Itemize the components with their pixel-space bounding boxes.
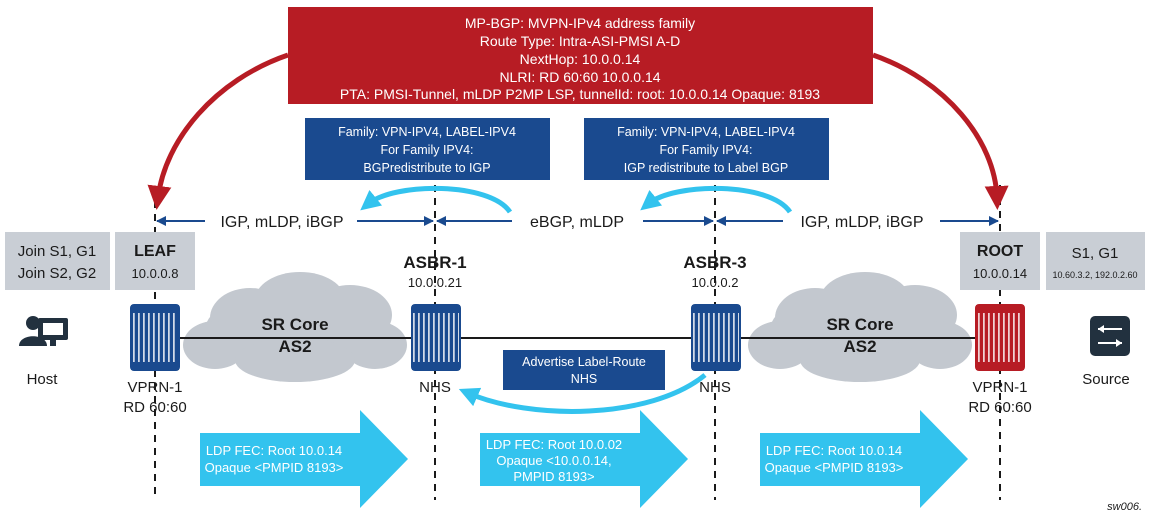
leaf-label-box: LEAF 10.0.0.8 (115, 232, 195, 290)
mp-bgp-line: NLRI: RD 60:60 10.0.0.14 (499, 69, 660, 85)
family-box-asbr3: Family: VPN-IPV4, LABEL-IPV4 For Family … (584, 118, 829, 180)
advertise-line: Advertise Label-Route (522, 355, 646, 369)
asbr1-router-icon (411, 304, 461, 371)
leaf-ip: 10.0.0.8 (132, 266, 179, 281)
fec-line: LDP FEC: Root 10.0.14 (766, 443, 902, 458)
fec-line: Opaque <PMPID 8193> (765, 460, 904, 475)
fec-line: LDP FEC: Root 10.0.02 (486, 437, 622, 452)
mp-bgp-line: NextHop: 10.0.0.14 (520, 51, 641, 67)
root-label-box: ROOT 10.0.0.14 (960, 232, 1040, 290)
asbr3-ip: 10.0.0.2 (692, 275, 739, 290)
red-arrow-from-root (872, 52, 1009, 210)
cyan-arc-label-route (458, 373, 707, 414)
sr-core-cloud-left (183, 272, 407, 382)
join-line: Join S1, G1 (18, 243, 96, 260)
mp-bgp-box: MP-BGP: MVPN-IPv4 address family Route T… (288, 7, 873, 104)
segment-label: IGP, mLDP, iBGP (220, 214, 343, 231)
cyan-arc-to-asbr3 (640, 185, 793, 214)
root-ip: 10.0.0.14 (973, 266, 1027, 281)
advertise-label-route-box: Advertise Label-Route NHS (503, 350, 665, 390)
asbr3-name: ASBR-3 (683, 253, 746, 272)
cloud-label: AS2 (278, 337, 311, 356)
mp-bgp-line: MP-BGP: MVPN-IPv4 address family (465, 15, 695, 31)
cloud-label: SR Core (261, 315, 328, 334)
fec-line: Opaque <PMPID 8193> (205, 460, 344, 475)
fec-arrow-3: LDP FEC: Root 10.0.14 Opaque <PMPID 8193… (760, 410, 968, 508)
mp-bgp-line: Route Type: Intra-ASI-PMSI A-D (480, 33, 680, 49)
fec-line: PMPID 8193> (513, 469, 594, 484)
cloud-label: AS2 (843, 337, 876, 356)
root-router-icon (975, 304, 1025, 371)
asbr1-nhs: NHS (419, 379, 451, 396)
cyan-arc-to-asbr1 (360, 185, 513, 214)
segment-label: IGP, mLDP, iBGP (800, 214, 923, 231)
family-box-asbr1: Family: VPN-IPV4, LABEL-IPV4 For Family … (305, 118, 550, 180)
cloud-label: SR Core (826, 315, 893, 334)
family-line: Family: VPN-IPV4, LABEL-IPV4 (338, 125, 516, 139)
red-arrow-to-leaf (147, 52, 289, 210)
advertise-line: NHS (571, 372, 597, 386)
leaf-name: LEAF (134, 243, 176, 260)
host-label: Host (27, 371, 59, 388)
source-group: S1, G1 (1072, 245, 1119, 262)
family-line: For Family IPV4: (380, 143, 473, 157)
asbr1-ip: 10.0.0.21 (408, 275, 462, 290)
leaf-router-icon (130, 304, 180, 371)
root-name: ROOT (977, 243, 1023, 260)
join-box: Join S1, G1 Join S2, G2 (5, 232, 110, 290)
root-vprn: VPRN-1 (972, 379, 1027, 396)
source-switch-icon (1090, 316, 1130, 356)
host-icon (19, 316, 68, 346)
join-line: Join S2, G2 (18, 265, 96, 282)
asbr3-router-icon (691, 304, 741, 371)
mp-bgp-line: PTA: PMSI-Tunnel, mLDP P2MP LSP, tunnelI… (340, 86, 820, 102)
fec-arrow-2: LDP FEC: Root 10.0.02 Opaque <10.0.0.14,… (480, 410, 688, 508)
source-addresses: 10.60.3.2, 192.0.2.60 (1052, 270, 1137, 280)
asbr3-nhs: NHS (699, 379, 731, 396)
fec-line: Opaque <10.0.0.14, (496, 453, 611, 468)
leaf-rd: RD 60:60 (123, 399, 186, 416)
family-line: IGP redistribute to Label BGP (624, 161, 788, 175)
source-label: Source (1082, 371, 1130, 388)
source-info-box: S1, G1 10.60.3.2, 192.0.2.60 (1046, 232, 1145, 290)
asbr1-name: ASBR-1 (403, 253, 466, 272)
leaf-vprn: VPRN-1 (127, 379, 182, 396)
fec-line: LDP FEC: Root 10.0.14 (206, 443, 342, 458)
family-line: For Family IPV4: (659, 143, 752, 157)
sr-core-cloud-right (748, 272, 972, 382)
segment-label: eBGP, mLDP (530, 214, 624, 231)
family-line: BGPredistribute to IGP (363, 161, 490, 175)
fec-arrow-1: LDP FEC: Root 10.0.14 Opaque <PMPID 8193… (200, 410, 408, 508)
figure-id: sw006. (1107, 501, 1142, 513)
family-line: Family: VPN-IPV4, LABEL-IPV4 (617, 125, 795, 139)
root-rd: RD 60:60 (968, 399, 1031, 416)
